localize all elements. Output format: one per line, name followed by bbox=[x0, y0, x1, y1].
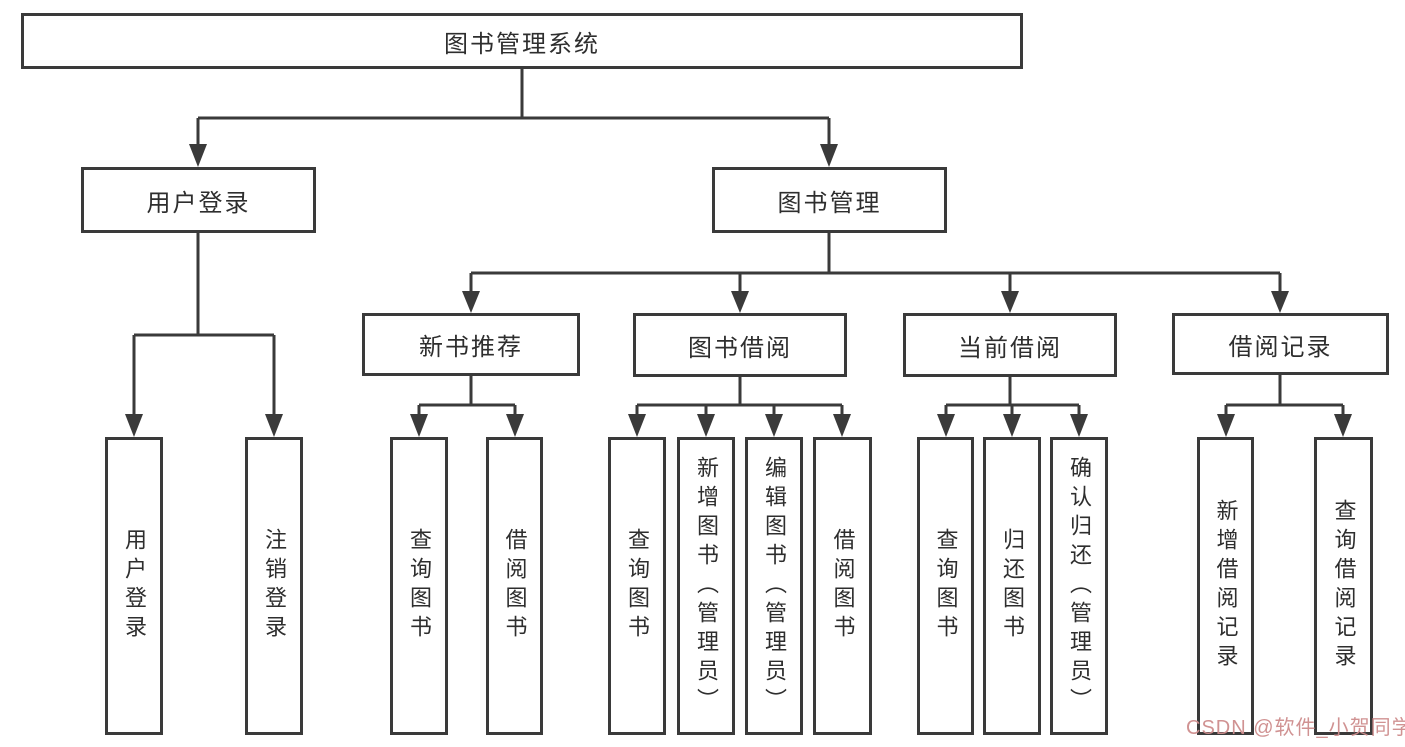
leaf-add-book-admin: 新增图书（管理员） bbox=[677, 437, 735, 735]
arrowhead-icons bbox=[125, 144, 1352, 437]
leaf-return-book: 归还图书 bbox=[983, 437, 1041, 735]
node-current-borrow: 当前借阅 bbox=[903, 313, 1117, 377]
leaf-user-login: 用户登录 bbox=[105, 437, 163, 735]
node-user-login: 用户登录 bbox=[81, 167, 316, 233]
node-root-system: 图书管理系统 bbox=[21, 13, 1023, 69]
leaf-query-book-3: 查询图书 bbox=[917, 437, 974, 735]
node-borrow-record: 借阅记录 bbox=[1172, 313, 1389, 375]
leaf-logout: 注销登录 bbox=[245, 437, 303, 735]
csdn-watermark: CSDN @软件_小贺同学 bbox=[1186, 717, 1405, 739]
leaf-query-book-2: 查询图书 bbox=[608, 437, 666, 735]
node-book-management: 图书管理 bbox=[712, 167, 947, 233]
leaf-add-borrow-record: 新增借阅记录 bbox=[1197, 437, 1254, 735]
leaf-borrow-book-2: 借阅图书 bbox=[813, 437, 872, 735]
node-new-book-recommend: 新书推荐 bbox=[362, 313, 580, 376]
leaf-query-borrow-record: 查询借阅记录 bbox=[1314, 437, 1373, 735]
leaf-borrow-book-1: 借阅图书 bbox=[486, 437, 543, 735]
leaf-query-book-1: 查询图书 bbox=[390, 437, 448, 735]
node-book-borrow: 图书借阅 bbox=[633, 313, 847, 377]
leaf-confirm-return-admin: 确认归还（管理员） bbox=[1050, 437, 1108, 735]
leaf-edit-book-admin: 编辑图书（管理员） bbox=[745, 437, 803, 735]
